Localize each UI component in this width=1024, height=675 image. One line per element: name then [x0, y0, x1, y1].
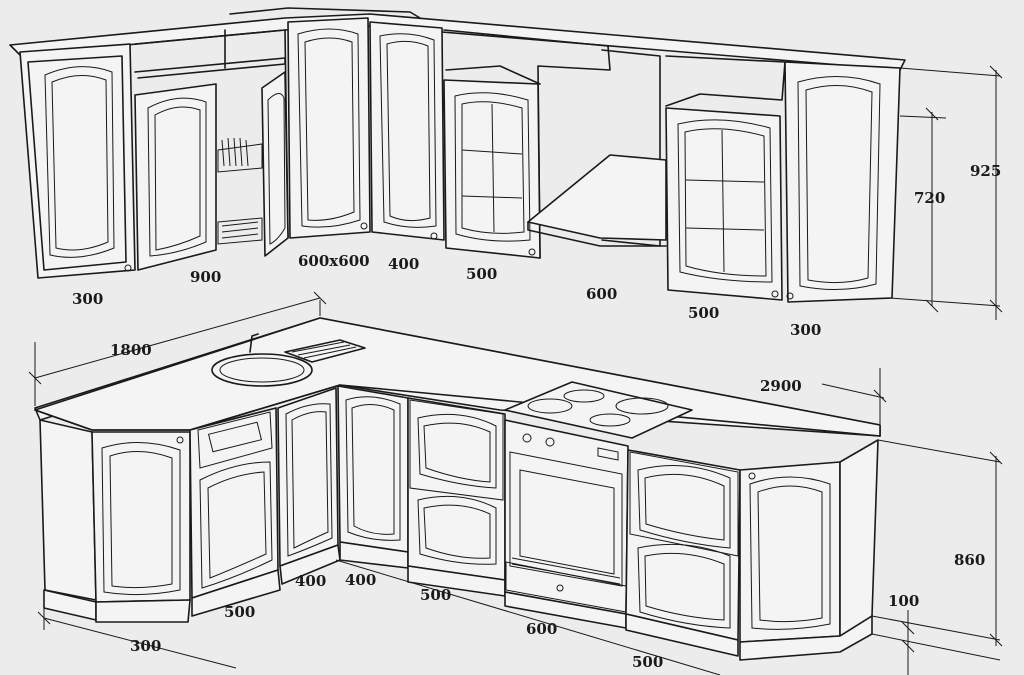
upper-glass-cabinet-500 [443, 29, 611, 259]
dim-upper-right-end: 300 [790, 321, 822, 339]
dim-upper-left-pair: 900 [190, 268, 222, 286]
dim-upper-total-height: 925 [970, 162, 1002, 180]
dimension-lines [28, 65, 1003, 675]
base-door-cabinet-400 [337, 385, 409, 569]
dim-upper-glass-500: 500 [466, 265, 498, 283]
upper-corner-cabinet [287, 17, 371, 239]
base-drawers-500 [407, 397, 506, 597]
dim-upper-right-glass-500: 500 [688, 304, 720, 322]
dim-counter-left-length: 1800 [110, 341, 152, 359]
base-left-cabinet [91, 431, 191, 623]
base-right-end-cabinet [739, 439, 879, 661]
dim-base-height: 860 [954, 551, 986, 569]
upper-open-cabinet-900 [134, 29, 289, 271]
base-drawer-cabinet-500 [189, 407, 281, 617]
upper-left-end-cabinet [19, 43, 136, 279]
dim-base-drawer-500: 500 [224, 603, 256, 621]
dim-base-corner-400: 400 [295, 572, 327, 590]
base-oven-600 [504, 419, 629, 629]
dim-counter-right-length: 2900 [760, 377, 802, 395]
base-corner-cabinet-400 [277, 387, 341, 585]
countertop [34, 317, 881, 439]
dim-upper-door-height: 720 [914, 189, 946, 207]
base-right-drawers [625, 449, 741, 657]
dim-base-drawers-500: 500 [420, 586, 452, 604]
sink [211, 333, 366, 387]
dim-upper-corner: 600x600 [298, 252, 370, 270]
dim-plinth-height: 100 [888, 592, 920, 610]
dim-upper-400: 400 [388, 255, 420, 273]
dim-base-oven-600: 600 [526, 620, 558, 638]
dim-upper-left-end: 300 [72, 290, 104, 308]
upper-cabinets [9, 7, 906, 303]
base-left-end-panel [39, 419, 97, 601]
cooktop [504, 381, 693, 439]
upper-right-end-cabinet [784, 61, 901, 303]
dim-base-corner-400b: 400 [345, 571, 377, 589]
dim-upper-hood: 600 [586, 285, 618, 303]
dim-base-right-500: 500 [632, 653, 664, 671]
upper-right-glass-cabinet-500 [665, 55, 786, 301]
upper-hood-600 [527, 49, 667, 247]
upper-cabinet-400 [369, 21, 445, 241]
dim-base-left-end: 300 [130, 637, 162, 655]
